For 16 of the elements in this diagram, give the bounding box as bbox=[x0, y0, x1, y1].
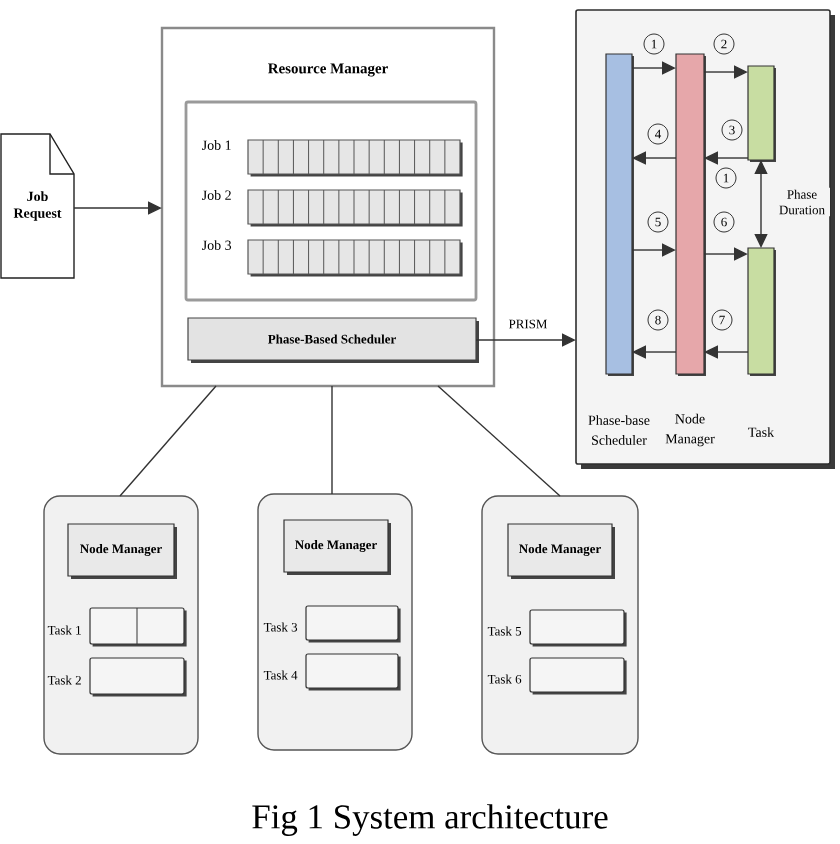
arrow bbox=[631, 243, 676, 257]
connector-line bbox=[119, 385, 217, 497]
connector-line bbox=[437, 385, 561, 497]
figure-caption: Fig 1 System architecture bbox=[252, 804, 608, 836]
arrow bbox=[704, 345, 749, 359]
connector-line bbox=[331, 385, 333, 495]
double-arrow bbox=[754, 160, 768, 248]
arrow bbox=[704, 151, 749, 165]
arrow bbox=[631, 61, 676, 75]
arrow bbox=[73, 201, 162, 215]
arrow bbox=[632, 151, 677, 165]
arrow bbox=[703, 247, 748, 261]
arrow bbox=[632, 345, 677, 359]
timeline-bar bbox=[747, 65, 776, 162]
arrow bbox=[475, 333, 576, 347]
arrow bbox=[703, 65, 748, 79]
